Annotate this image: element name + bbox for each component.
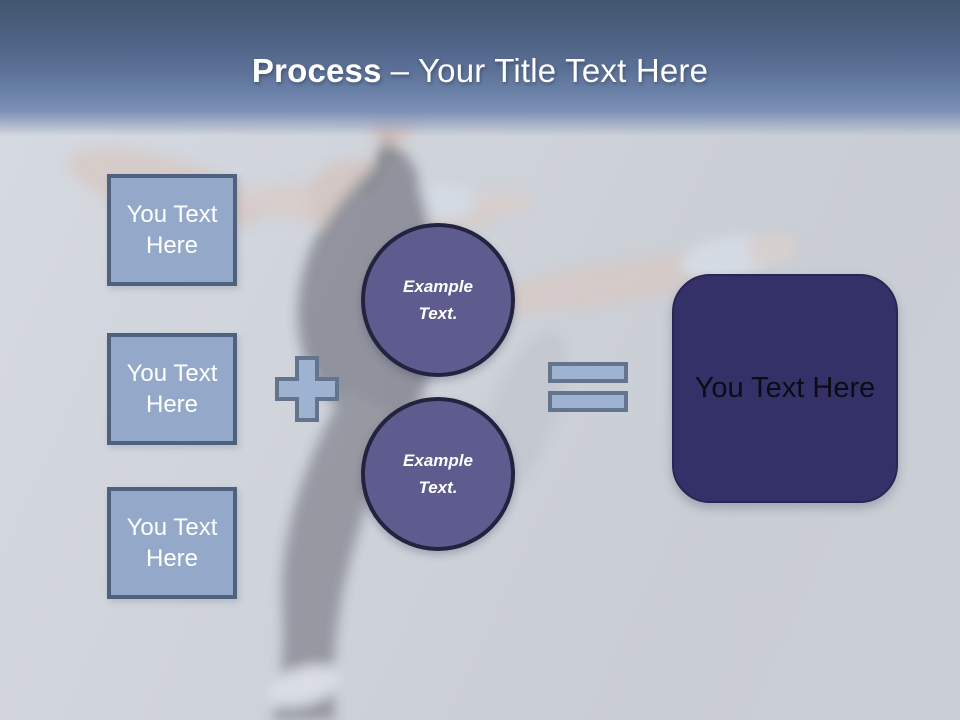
result-box[interactable]: You Text Here xyxy=(672,274,898,503)
example-circle-2[interactable]: Example Text. xyxy=(361,397,515,551)
example-circle-1-label: Example Text. xyxy=(403,277,473,323)
page-title-emphasis: Process xyxy=(251,52,382,89)
equals-bar-bottom xyxy=(548,391,628,412)
page-title[interactable]: Process– Your Title Text Here xyxy=(0,52,960,90)
input-box-2[interactable]: You Text Here xyxy=(107,333,237,445)
example-circle-1[interactable]: Example Text. xyxy=(361,223,515,377)
input-box-2-label: You Text Here xyxy=(126,360,218,418)
input-box-1-label: You Text Here xyxy=(126,201,218,259)
title-band xyxy=(0,0,960,136)
input-box-3-label: You Text Here xyxy=(126,514,218,572)
input-box-1[interactable]: You Text Here xyxy=(107,174,237,286)
plus-icon xyxy=(273,354,341,424)
result-box-label: You Text Here xyxy=(694,372,876,404)
input-box-3[interactable]: You Text Here xyxy=(107,487,237,599)
example-circle-2-label: Example Text. xyxy=(403,451,473,497)
equals-bar-top xyxy=(548,362,628,383)
page-title-rest: – Your Title Text Here xyxy=(390,52,709,89)
equals-icon xyxy=(548,362,628,413)
